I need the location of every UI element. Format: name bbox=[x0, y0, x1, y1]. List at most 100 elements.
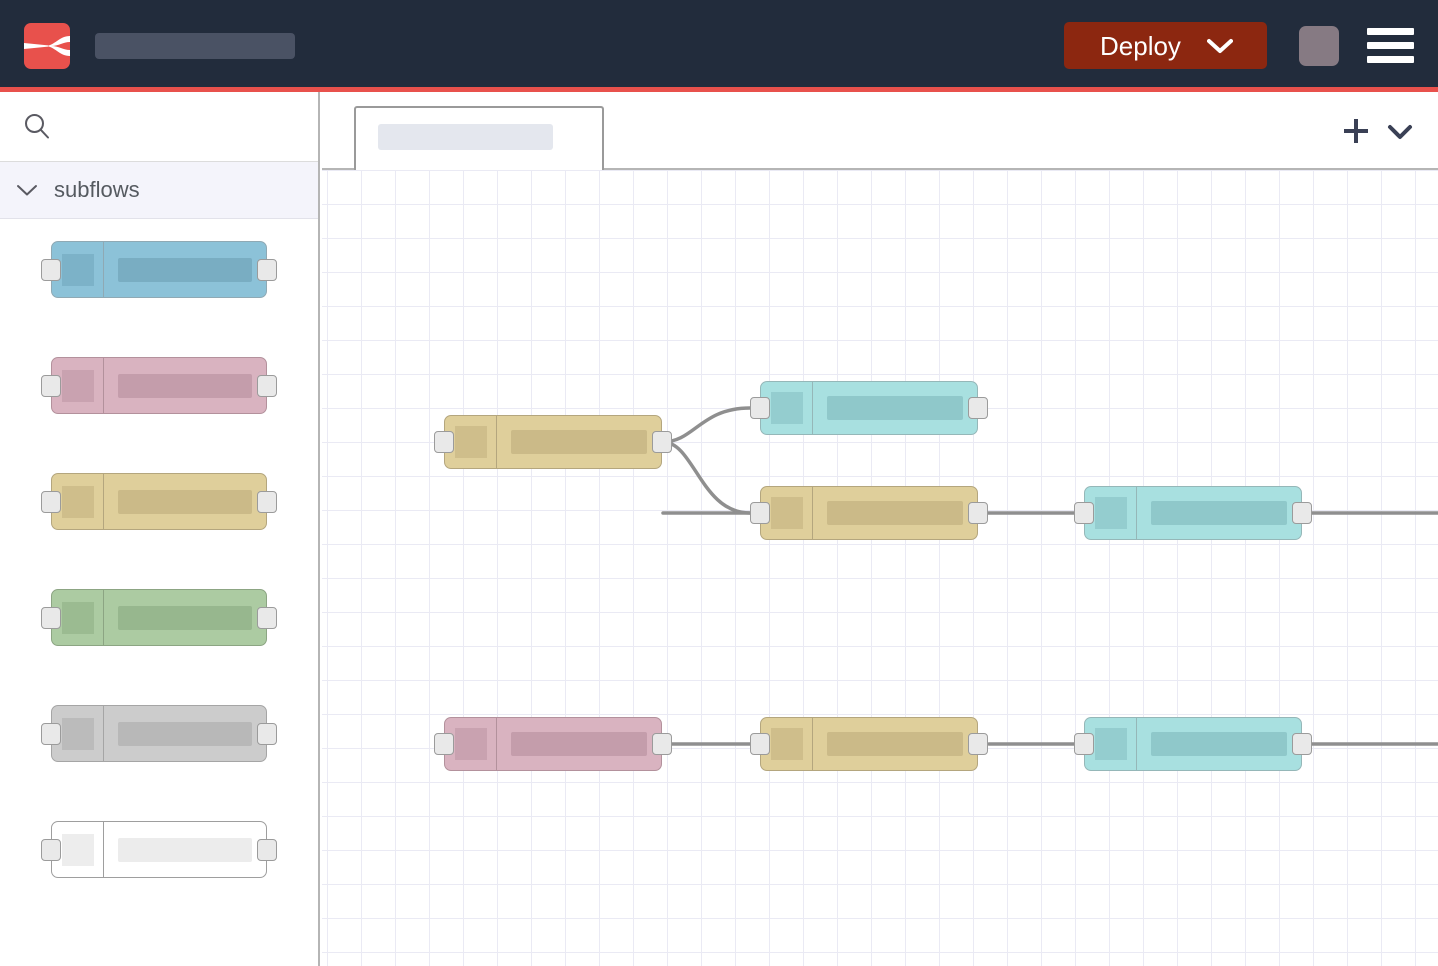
node-input-port[interactable] bbox=[41, 490, 61, 513]
hamburger-menu-icon[interactable] bbox=[1367, 28, 1414, 64]
wire-n1-n2[interactable] bbox=[661, 406, 752, 444]
node-input-port[interactable] bbox=[434, 733, 454, 755]
deploy-button[interactable]: Deploy bbox=[1064, 22, 1267, 69]
node-input-port[interactable] bbox=[1074, 733, 1094, 755]
node-label-cell bbox=[104, 590, 266, 645]
flow-node-function-b[interactable] bbox=[750, 486, 988, 540]
app-header: Deploy bbox=[0, 0, 1438, 87]
node-label-cell bbox=[813, 718, 977, 770]
node-label bbox=[118, 257, 252, 282]
node-output-port[interactable] bbox=[968, 502, 988, 524]
search-input[interactable] bbox=[0, 92, 318, 162]
node-icon-glyph bbox=[1094, 728, 1127, 760]
node-output-port[interactable] bbox=[257, 606, 277, 629]
flow-node-input-c[interactable] bbox=[434, 717, 672, 771]
node-label-cell bbox=[1137, 487, 1301, 539]
hamburger-bar bbox=[1367, 56, 1414, 63]
node-label-cell bbox=[104, 706, 266, 761]
workspace-tab-active[interactable] bbox=[354, 106, 604, 170]
node-label-cell bbox=[104, 822, 266, 877]
flow-node-output-c[interactable] bbox=[1074, 717, 1312, 771]
workspace-tabbar bbox=[322, 92, 1438, 170]
flow-node-input-c[interactable] bbox=[434, 717, 672, 771]
flow-node-output-b[interactable] bbox=[1074, 486, 1312, 540]
palette-node-1[interactable] bbox=[41, 241, 277, 298]
node-type-icon bbox=[52, 590, 104, 645]
plus-icon[interactable] bbox=[1339, 114, 1373, 148]
node-icon-glyph bbox=[61, 601, 94, 634]
node-output-port[interactable] bbox=[257, 258, 277, 281]
chevron-down-icon[interactable] bbox=[1383, 114, 1417, 148]
wire-n1-n3[interactable] bbox=[661, 440, 752, 515]
node-output-port[interactable] bbox=[652, 431, 672, 453]
palette-node-5[interactable] bbox=[41, 705, 277, 762]
user-avatar-icon[interactable] bbox=[1299, 26, 1339, 66]
node-input-port[interactable] bbox=[41, 374, 61, 397]
node-output-port[interactable] bbox=[652, 733, 672, 755]
node-type-icon bbox=[761, 382, 813, 434]
node-icon-glyph bbox=[454, 728, 487, 760]
node-input-port[interactable] bbox=[750, 397, 770, 419]
chevron-down-icon[interactable] bbox=[16, 184, 38, 197]
flow-node-output-c[interactable] bbox=[1074, 717, 1312, 771]
workspace-tab-label bbox=[378, 124, 553, 150]
node-type-icon bbox=[52, 822, 104, 877]
flow-node-area[interactable] bbox=[322, 172, 1438, 966]
palette-node-6[interactable] bbox=[41, 821, 277, 878]
palette-node-4[interactable] bbox=[41, 589, 277, 646]
node-icon-glyph bbox=[770, 497, 803, 529]
node-output-port[interactable] bbox=[1292, 502, 1312, 524]
flow-canvas[interactable] bbox=[322, 92, 1438, 966]
node-output-port[interactable] bbox=[968, 733, 988, 755]
node-red-logo-icon[interactable] bbox=[24, 23, 70, 69]
node-input-port[interactable] bbox=[41, 838, 61, 861]
palette-item[interactable] bbox=[41, 357, 277, 414]
flow-node-function-a[interactable] bbox=[434, 415, 672, 469]
node-output-port[interactable] bbox=[257, 374, 277, 397]
node-input-port[interactable] bbox=[434, 431, 454, 453]
flow-node-function-a[interactable] bbox=[434, 415, 672, 469]
palette-item[interactable] bbox=[41, 473, 277, 530]
node-icon-glyph bbox=[1094, 497, 1127, 529]
flow-node-output-a[interactable] bbox=[750, 381, 988, 435]
flow-title-field[interactable] bbox=[95, 33, 295, 59]
node-label-cell bbox=[104, 242, 266, 297]
node-output-port[interactable] bbox=[1292, 733, 1312, 755]
palette-category-subflows[interactable]: subflows bbox=[0, 162, 318, 219]
flow-node-function-b[interactable] bbox=[750, 486, 988, 540]
node-type-icon bbox=[1085, 487, 1137, 539]
chevron-down-icon[interactable] bbox=[1206, 38, 1233, 54]
node-input-port[interactable] bbox=[750, 733, 770, 755]
wire-layer bbox=[661, 406, 1438, 746]
node-input-port[interactable] bbox=[41, 258, 61, 281]
palette-node-2[interactable] bbox=[41, 357, 277, 414]
node-label bbox=[827, 732, 963, 756]
node-type-icon bbox=[52, 706, 104, 761]
flow-node-function-c[interactable] bbox=[750, 717, 988, 771]
node-label-cell bbox=[104, 474, 266, 529]
node-label-cell bbox=[813, 382, 977, 434]
node-label bbox=[118, 605, 252, 630]
node-input-port[interactable] bbox=[41, 722, 61, 745]
palette-item[interactable] bbox=[41, 589, 277, 646]
node-input-port[interactable] bbox=[750, 502, 770, 524]
palette-item[interactable] bbox=[41, 705, 277, 762]
node-output-port[interactable] bbox=[968, 397, 988, 419]
node-type-icon bbox=[445, 416, 497, 468]
node-type-icon bbox=[52, 474, 104, 529]
node-output-port[interactable] bbox=[257, 722, 277, 745]
node-type-icon bbox=[761, 718, 813, 770]
flow-node-function-c[interactable] bbox=[750, 717, 988, 771]
node-output-port[interactable] bbox=[257, 490, 277, 513]
node-label bbox=[118, 837, 252, 862]
node-input-port[interactable] bbox=[1074, 502, 1094, 524]
node-input-port[interactable] bbox=[41, 606, 61, 629]
palette-item[interactable] bbox=[41, 821, 277, 878]
node-output-port[interactable] bbox=[257, 838, 277, 861]
palette-item[interactable] bbox=[41, 241, 277, 298]
palette-node-3[interactable] bbox=[41, 473, 277, 530]
flow-node-output-a[interactable] bbox=[750, 381, 988, 435]
node-label bbox=[1151, 732, 1287, 756]
flow-node-output-b[interactable] bbox=[1074, 486, 1312, 540]
